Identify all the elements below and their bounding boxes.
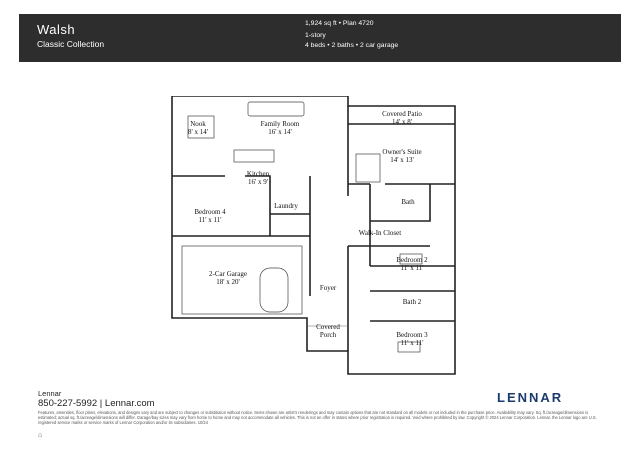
company-contact: 850-227-5992 | Lennar.com (38, 398, 155, 409)
room-bath2: Bath 2 (403, 298, 422, 306)
room-bedroom4: Bedroom 4 (194, 208, 226, 216)
car-outline (259, 267, 289, 313)
sofa (247, 101, 305, 117)
owner-bed (355, 153, 381, 183)
plan-header: Walsh Classic Collection 1,924 sq ft • P… (19, 14, 621, 62)
equal-housing-icon: ⌂ (38, 432, 43, 439)
room-patio-size: 14' x 8' (392, 118, 412, 126)
spec-sqft: 1,924 sq ft • Plan 4720 (305, 20, 374, 27)
floor-plan: Nook 8' x 14' Family Room 16' x 14' Cove… (171, 96, 456, 375)
room-patio: Covered Patio (382, 110, 422, 118)
room-garage: 2-Car Garage (209, 270, 247, 278)
room-garage-size: 18' x 20' (216, 278, 240, 286)
room-foyer: Foyer (320, 284, 337, 292)
room-owners: Owner's Suite (382, 148, 421, 156)
room-bath: Bath (401, 198, 415, 206)
room-bedroom3: Bedroom 3 (396, 331, 428, 339)
room-bedroom3-size: 11' x 11' (400, 339, 423, 347)
room-owners-size: 14' x 13' (390, 156, 414, 164)
collection-name: Classic Collection (37, 39, 105, 49)
room-bedroom4-size: 11' x 11' (198, 216, 221, 224)
spec-beds-baths: 4 beds • 2 baths • 2 car garage (305, 42, 399, 49)
legal-disclaimer: Features, amenities, floor plans, elevat… (38, 410, 597, 425)
room-family: Family Room (261, 120, 300, 128)
room-laundry: Laundry (274, 202, 298, 210)
room-bedroom2: Bedroom 2 (396, 256, 428, 264)
room-bedroom2-size: 11' x 11' (400, 264, 423, 272)
company-name: Lennar (38, 389, 62, 398)
room-kitchen-size: 16' x 9' (248, 178, 268, 186)
room-porch-1: Covered (316, 323, 340, 331)
room-nook-size: 8' x 14' (188, 128, 208, 136)
room-porch-2: Porch (320, 331, 337, 339)
room-family-size: 16' x 14' (268, 128, 292, 136)
room-kitchen: Kitchen (247, 170, 270, 178)
room-walkin: Walk-In Closet (359, 229, 401, 237)
lennar-logo: LENNAR (497, 390, 564, 405)
dining-table (187, 115, 215, 139)
spec-stories: 1-story (305, 32, 326, 39)
room-nook: Nook (190, 120, 206, 128)
plan-name: Walsh (37, 22, 76, 37)
kitchen-island (233, 149, 275, 163)
